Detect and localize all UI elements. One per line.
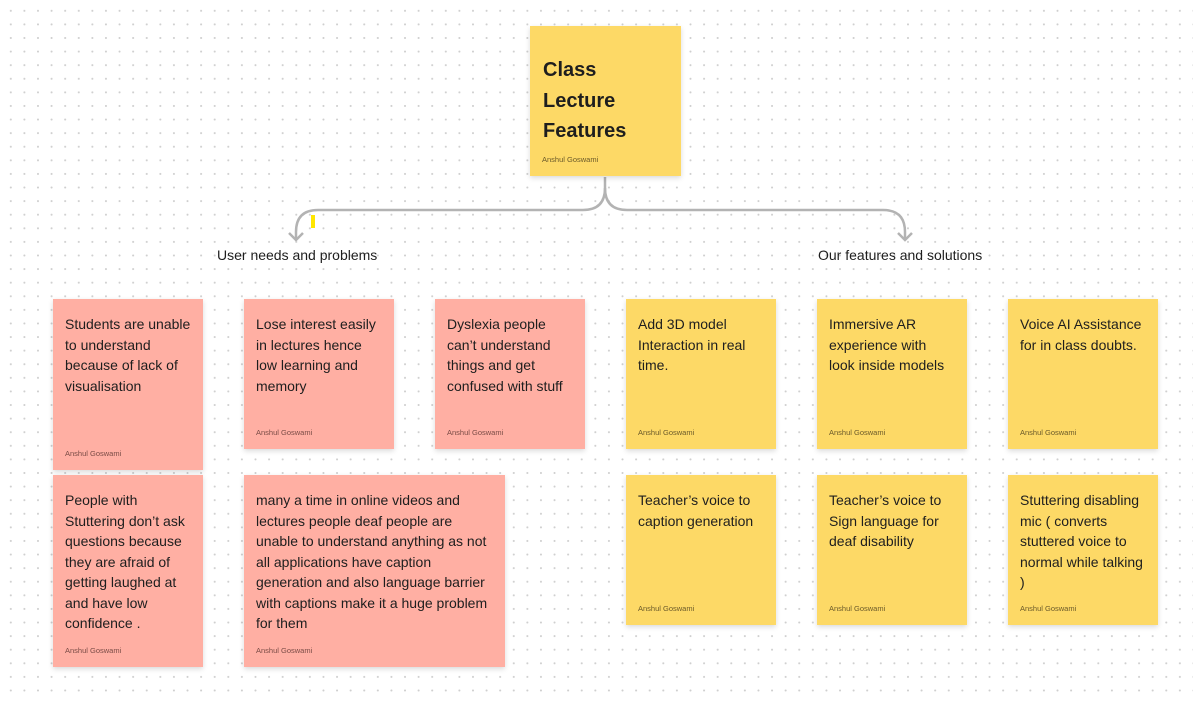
sticky-author: Anshul Goswami	[542, 155, 599, 164]
problem-sticky-note[interactable]: Dyslexia people can’t understand things …	[435, 299, 585, 449]
solution-sticky-note[interactable]: Voice AI Assistance for in class doubts.…	[1008, 299, 1158, 449]
sticky-author: Anshul Goswami	[447, 428, 504, 437]
title-text: Class Lecture Features	[543, 59, 627, 142]
sticky-author: Anshul Goswami	[829, 604, 886, 613]
connector-left	[294, 177, 607, 240]
sticky-text: Students are unable to understand becaus…	[65, 316, 191, 394]
sticky-text: many a time in online videos and lecture…	[256, 492, 488, 631]
arrowhead-left-icon	[288, 232, 304, 242]
problem-sticky-note[interactable]: many a time in online videos and lecture…	[244, 475, 505, 667]
sticky-author: Anshul Goswami	[1020, 604, 1077, 613]
sticky-author: Anshul Goswami	[65, 646, 122, 655]
connector-right	[603, 187, 907, 240]
problem-sticky-note[interactable]: Lose interest easily in lectures hence l…	[244, 299, 394, 449]
sticky-author: Anshul Goswami	[256, 428, 313, 437]
label-problems: User needs and problems	[217, 247, 378, 263]
title-sticky-note[interactable]: Class Lecture Features Anshul Goswami	[530, 26, 681, 176]
sticky-text: Teacher’s voice to Sign language for dea…	[829, 492, 942, 549]
sticky-text: Teacher’s voice to caption generation	[638, 492, 754, 529]
sticky-author: Anshul Goswami	[256, 646, 313, 655]
cursor-marker	[311, 215, 315, 228]
sticky-author: Anshul Goswami	[1020, 428, 1077, 437]
sticky-text: Immersive AR experience with look inside…	[829, 316, 945, 373]
solution-sticky-note[interactable]: Immersive AR experience with look inside…	[817, 299, 967, 449]
sticky-author: Anshul Goswami	[638, 428, 695, 437]
sticky-text: Voice AI Assistance for in class doubts.	[1020, 316, 1142, 353]
sticky-text: Stuttering disabling mic ( converts stut…	[1020, 492, 1143, 590]
solution-sticky-note[interactable]: Add 3D model Interaction in real time. An…	[626, 299, 776, 449]
sticky-text: Add 3D model Interaction in real time.	[638, 316, 746, 373]
sticky-author: Anshul Goswami	[829, 428, 886, 437]
sticky-text: People with Stuttering don’t ask questio…	[65, 492, 185, 631]
solution-sticky-note[interactable]: Teacher’s voice to Sign language for dea…	[817, 475, 967, 625]
problem-sticky-note[interactable]: Students are unable to understand becaus…	[53, 299, 203, 470]
solution-sticky-note[interactable]: Stuttering disabling mic ( converts stut…	[1008, 475, 1158, 625]
label-solutions: Our features and solutions	[818, 247, 983, 263]
sticky-author: Anshul Goswami	[638, 604, 695, 613]
problem-sticky-note[interactable]: People with Stuttering don’t ask questio…	[53, 475, 203, 667]
sticky-text: Lose interest easily in lectures hence l…	[256, 316, 376, 394]
sticky-author: Anshul Goswami	[65, 449, 122, 458]
sticky-text: Dyslexia people can’t understand things …	[447, 316, 563, 394]
arrowhead-right-icon	[897, 232, 913, 242]
